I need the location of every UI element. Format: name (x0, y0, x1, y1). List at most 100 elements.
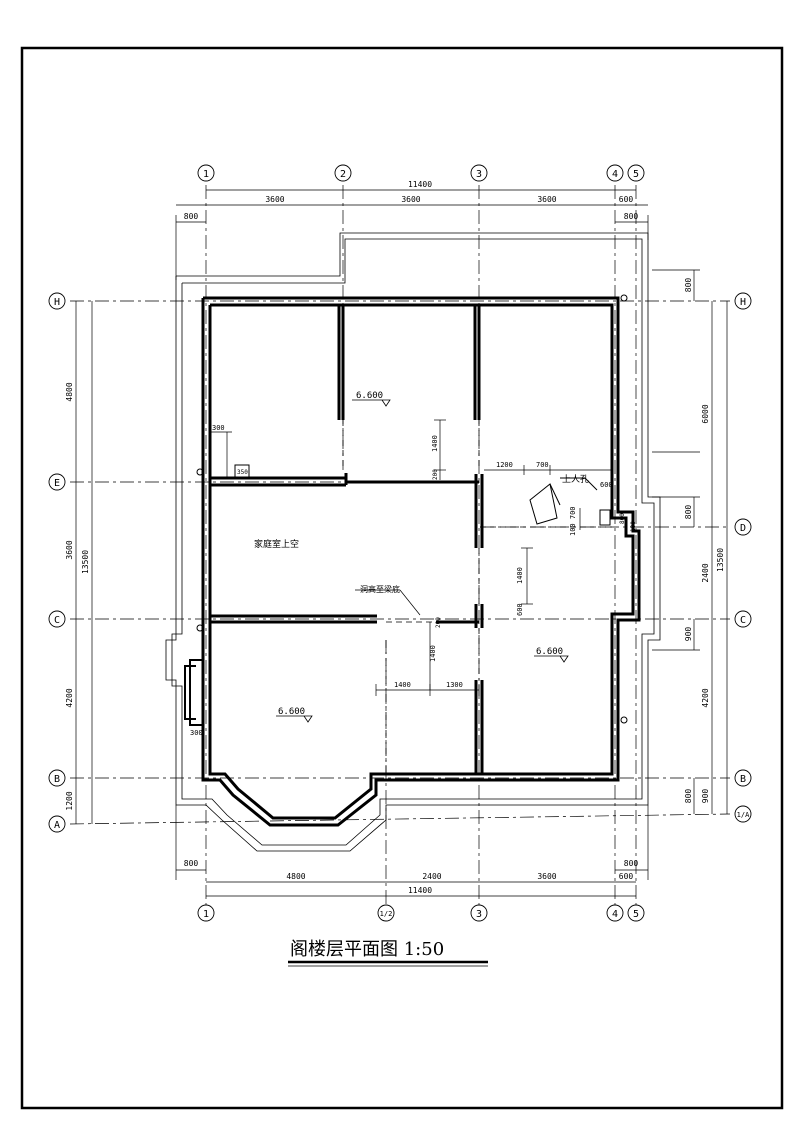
axis-label: 1 (203, 169, 209, 180)
dim-text: 800 (624, 859, 639, 868)
openings (342, 420, 612, 774)
dim-text: 900 (684, 627, 693, 642)
interior-dimension-lines (210, 419, 612, 696)
elevation-label: 6.600 (278, 707, 305, 717)
dim-text: 200 (435, 617, 442, 628)
dim-text: 800 (684, 789, 693, 804)
dim-text: 800 (624, 212, 639, 221)
exterior-walls (201, 296, 641, 827)
axis-label: D (740, 523, 746, 534)
axis-label: 2 (340, 169, 346, 180)
dim-text: 800 (184, 212, 199, 221)
dim-text: 1400 (516, 567, 524, 584)
dim-text: 13500 (81, 550, 90, 574)
dim-text: 4800 (65, 382, 74, 401)
top-dimension-lines (175, 189, 649, 280)
axis-label: 1/2 (380, 910, 393, 918)
interior-walls (210, 305, 484, 774)
axis-label: 5 (633, 169, 639, 180)
roof-hatch (529, 477, 611, 526)
drawing-title: 阁楼层平面图 1:50 (290, 939, 444, 960)
axis-label: H (740, 297, 746, 308)
dim-text: 1200 (65, 791, 74, 810)
dim-text: 1400 (429, 645, 437, 662)
dim-text: 13500 (716, 548, 725, 572)
axis-label: 4 (612, 169, 618, 180)
dim-text: 2400 (701, 563, 710, 582)
interior-dimension-texts: 300 350 1400 200 1200 700 100 700 600 10… (190, 424, 637, 737)
dim-text: 11400 (408, 886, 432, 895)
void-room-label: 家庭室上空 (254, 538, 299, 550)
dim-text: 1200 (496, 461, 513, 469)
axis-labels-right: H D C B 1/A (737, 297, 750, 819)
dim-text: 800 (684, 505, 693, 520)
dim-text: 600 (516, 603, 524, 616)
dim-text: 100 700 (569, 506, 577, 536)
axis-label: A (54, 820, 60, 831)
elevation-label: 6.600 (536, 647, 563, 657)
axis-label: H (54, 297, 60, 308)
dim-text: 600 (600, 481, 613, 489)
dim-text: 3600 (65, 540, 74, 559)
dim-text: 800 (619, 513, 626, 524)
dim-text: 2400 (422, 872, 441, 881)
dim-text: 600 (619, 195, 634, 204)
dim-text: 700 (536, 461, 549, 469)
axis-label: 1/A (737, 811, 750, 819)
dim-text: 200 (432, 469, 439, 480)
dim-text: 1300 (446, 681, 463, 689)
dim-text: 350 (237, 469, 248, 476)
dim-text: 100 (630, 521, 637, 532)
hole-note-label: 洞高至梁底 (360, 584, 400, 594)
axis-label: C (740, 615, 746, 626)
dim-text: 3600 (265, 195, 284, 204)
left-dimension-lines (75, 301, 93, 824)
axis-label: B (54, 774, 60, 785)
dim-text: 4200 (65, 688, 74, 707)
axis-labels-top: 1 2 3 4 5 (203, 169, 639, 180)
room-labels: 6.600 6.600 6.600 家庭室上空 洞高至梁底 上人孔 (254, 391, 589, 717)
hatch-label: 上人孔 (562, 474, 589, 485)
dim-text: 800 (684, 278, 693, 293)
axis-label: 3 (476, 169, 482, 180)
dim-text: 3600 (537, 195, 556, 204)
axis-label: 5 (633, 909, 639, 920)
roof-eave-outline (165, 232, 661, 852)
dim-text: 4800 (286, 872, 305, 881)
sheet-frame (20, 46, 784, 1110)
dim-text: 800 (184, 859, 199, 868)
elevation-label: 6.600 (356, 391, 383, 401)
axis-bubbles (48, 164, 752, 922)
axis-label: 3 (476, 909, 482, 920)
dim-text: 1400 (431, 435, 439, 452)
column-markers (196, 294, 628, 724)
dim-text: 3600 (537, 872, 556, 881)
right-dimension-texts: 6000 2400 4200 900 13500 800 800 900 800 (684, 278, 725, 804)
top-dimension-texts: 11400 3600 3600 3600 600 800 800 (184, 180, 639, 221)
axis-labels-left: H E C B A (54, 297, 60, 831)
dim-text: 4200 (701, 688, 710, 707)
bottom-dimension-texts: 800 800 4800 2400 3600 600 11400 (184, 859, 639, 895)
dim-text: 1400 (394, 681, 411, 689)
axis-label: C (54, 615, 60, 626)
dim-text: 11400 (408, 180, 432, 189)
right-dimension-lines (652, 269, 728, 814)
dim-text: 3600 (401, 195, 420, 204)
dim-text: 300 (212, 424, 225, 432)
bottom-dimension-lines (175, 805, 649, 897)
axis-grid-lines (69, 185, 731, 905)
left-dimension-texts: 4800 4200 1200 3600 13500 (65, 382, 90, 810)
elevation-markers (276, 399, 569, 723)
bay-window-left (184, 659, 203, 726)
dim-text: 900 (701, 789, 710, 804)
axis-label: E (54, 478, 60, 489)
axis-label: 4 (612, 909, 618, 920)
axis-labels-bottom: 1 1/2 3 4 5 (203, 909, 639, 920)
axis-label: B (740, 774, 746, 785)
dim-text: 300 (190, 729, 203, 737)
dim-text: 600 (619, 872, 634, 881)
dim-text: 6000 (701, 404, 710, 423)
axis-label: 1 (203, 909, 209, 920)
